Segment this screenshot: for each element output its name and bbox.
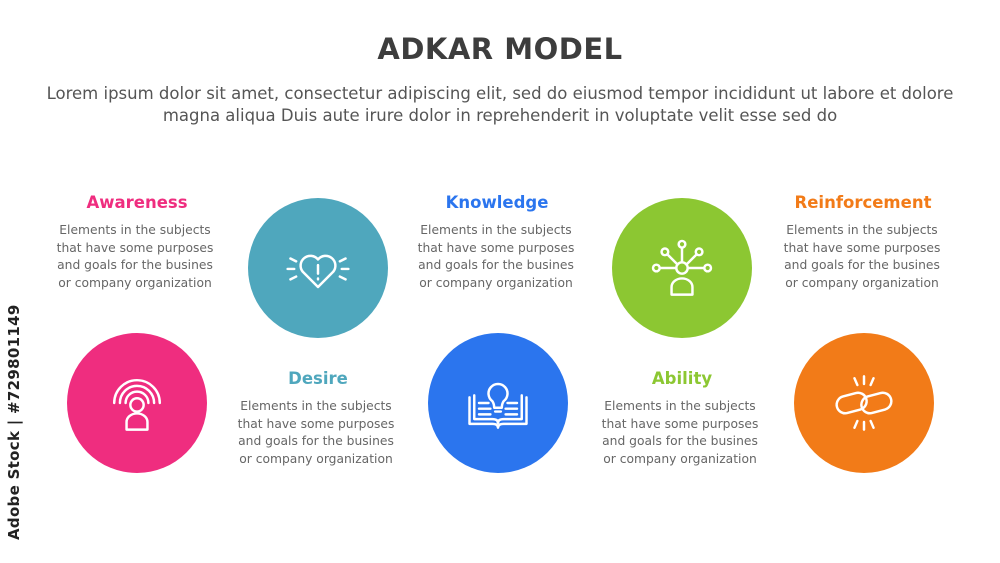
chain-link-icon bbox=[835, 375, 893, 431]
desire-circle bbox=[248, 198, 388, 338]
person-signal-icon bbox=[112, 379, 162, 431]
reinforcement-circle bbox=[794, 333, 934, 473]
awareness-circle bbox=[67, 333, 207, 473]
heart-alert-icon bbox=[286, 254, 350, 289]
person-network-icon bbox=[651, 239, 713, 296]
ability-heading: Ability bbox=[651, 369, 713, 388]
ability-description: Elements in the subjects that have some … bbox=[601, 399, 759, 466]
knowledge-description: Elements in the subjects that have some … bbox=[417, 223, 575, 290]
page-subtitle: Lorem ipsum dolor sit amet, consectetur … bbox=[46, 84, 954, 125]
desire-heading: Desire bbox=[288, 369, 348, 388]
stock-watermark: Adobe Stock | #729801149 bbox=[5, 304, 23, 540]
reinforcement-heading: Reinforcement bbox=[794, 193, 932, 212]
awareness-description: Elements in the subjects that have some … bbox=[56, 223, 214, 290]
desire-description: Elements in the subjects that have some … bbox=[237, 399, 395, 466]
book-lightbulb-icon bbox=[468, 382, 528, 429]
knowledge-circle bbox=[428, 333, 568, 473]
reinforcement-description: Elements in the subjects that have some … bbox=[783, 223, 941, 290]
awareness-heading: Awareness bbox=[86, 193, 188, 212]
ability-circle bbox=[612, 198, 752, 338]
page-title: ADKAR MODEL bbox=[377, 32, 623, 66]
knowledge-heading: Knowledge bbox=[445, 193, 549, 212]
